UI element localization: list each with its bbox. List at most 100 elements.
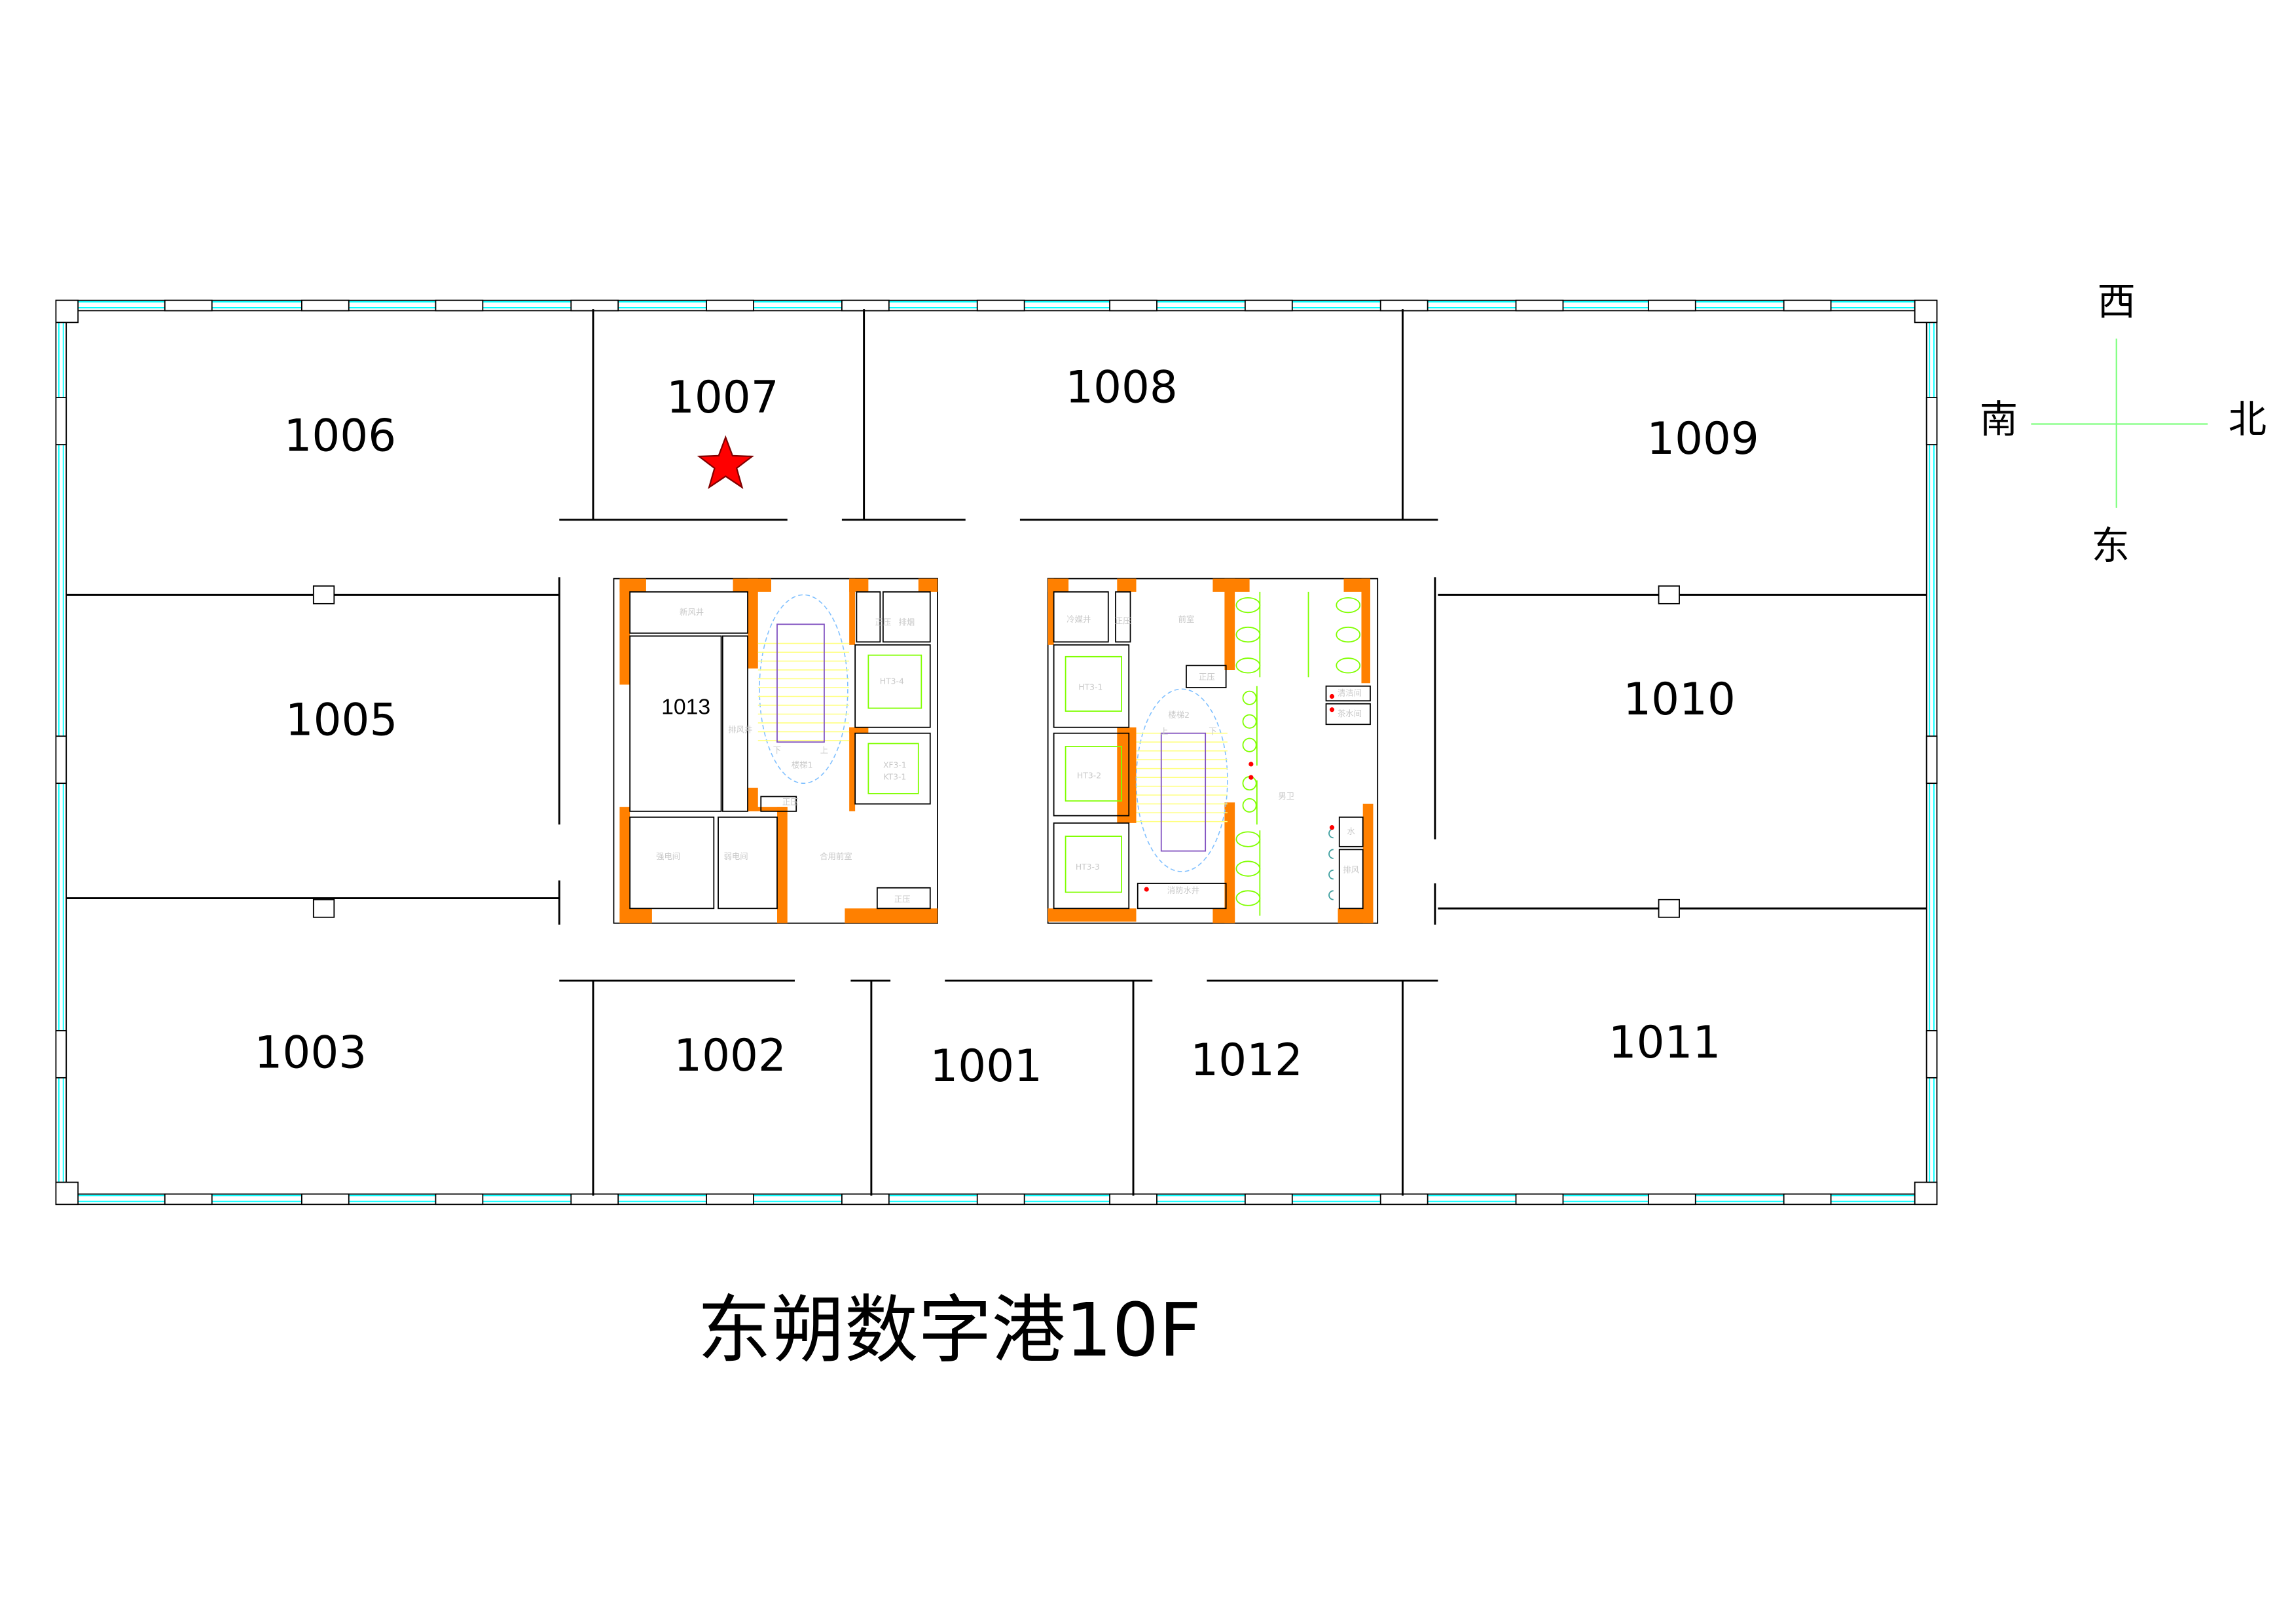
room-label-1005: 1005 [285,694,398,746]
label-pressure: 正压 [875,618,891,627]
label-stair-1: 楼梯1 [792,760,813,770]
label-fresh-air-shaft: 新风井 [680,607,704,617]
sink-icon [1328,890,1334,900]
room-label-1002: 1002 [674,1029,786,1081]
label-water: 水 [1347,827,1356,836]
toilet-icon [1336,657,1361,674]
wall-pier [1379,299,1429,312]
sink-icon [1328,849,1334,859]
room-labels: 1006 1007 1008 1009 1005 1010 1003 1002 … [255,361,1759,1092]
floor-drain-icon [1329,825,1335,830]
room-label-1007: 1007 [666,371,779,423]
windows [55,299,1938,1206]
wall-pier [1515,1193,1564,1206]
wall-pier [164,299,213,312]
compass-east: 东 [2092,524,2130,568]
wall-pier [435,1193,484,1206]
wall-pier [841,299,890,312]
label-refrigerant-shaft: 冷媒井 [1066,615,1091,624]
wall-pier [1925,1029,1938,1079]
floor-drain-icon [1248,775,1254,780]
label-pressure: 正压 [782,798,799,807]
toilet-icon [1235,626,1261,643]
wall-pier [976,299,1025,312]
toilet-icon [1235,860,1261,877]
label-down: 下 [773,746,781,755]
label-down: 下 [1209,727,1216,736]
floor-title: 东朔数字港10F [697,1287,1201,1373]
sink-icon [1328,828,1334,839]
wall-pier [301,1193,350,1206]
label-elevator-ht3-1: HT3-1 [1078,683,1102,692]
wall-pier [976,1193,1025,1206]
wall-pier [301,299,350,312]
toilet-icon [1336,597,1361,614]
floor-drain-icon [1248,762,1254,767]
wall-pier [55,735,67,784]
label-up: 上 [1160,727,1168,736]
room-label-1009: 1009 [1647,413,1759,464]
compass-south: 南 [1980,397,2018,441]
wall-pier [1109,1193,1157,1206]
toilet-icon [1235,597,1261,614]
compass-west: 西 [2098,279,2136,323]
room-label-1013: 1013 [661,694,710,719]
floor-drain-icon [1329,707,1335,712]
label-mens-toilet: 男卫 [1278,792,1294,801]
label-strong-electric: 强电间 [656,852,680,861]
label-pressure: 正压 [894,895,911,904]
compass: 西 南 北 东 [1980,279,2267,568]
label-elevator-ht3-2: HT3-2 [1077,771,1101,780]
wall-pier [570,299,619,312]
label-pressure: 正压 [1199,673,1215,682]
room-label-1006: 1006 [283,410,396,462]
wall-pier [570,1193,619,1206]
wall-pier [55,1029,67,1079]
label-lobby: 前室 [1178,614,1195,624]
floor-drain-icon [1144,887,1149,892]
sink-icon [1328,869,1334,880]
label-fire-water-shaft: 消防水井 [1167,885,1199,895]
wall-pier [1647,299,1696,312]
label-fire-elevator: XF3-1 [883,761,907,770]
label-cleaning-room: 清洁间 [1338,689,1362,698]
room-label-1001: 1001 [930,1040,1042,1092]
toilet-icon [1235,657,1261,674]
wall-pier [706,299,754,312]
label-up: 上 [820,746,828,755]
corner-column [55,1181,79,1206]
wall-pier [55,397,67,445]
wall-pier [1647,1193,1696,1206]
wall-pier [841,1193,890,1206]
toilet-icon [1235,890,1261,906]
label-pressure: 正压 [1115,616,1131,625]
urinal-icon [1242,798,1257,813]
label-shared-lobby: 合用前室 [820,851,852,861]
toilet-icon [1336,626,1361,643]
wall-pier [164,1193,213,1206]
room-label-1011: 1011 [1609,1016,1721,1068]
urinal-icon [1242,737,1257,752]
corner-column [1914,299,1938,323]
core-right: 冷媒井 正压 前室 正压 楼梯2 上 下 HT3-1 HT3-2 HT3-3 清… [1047,578,1379,924]
label-tea-room: 茶水间 [1338,709,1362,718]
corner-column [55,299,79,323]
label-elevator-ht3-3: HT3-3 [1076,862,1100,872]
wall-pier [1379,1193,1429,1206]
wall-pier [1244,1193,1293,1206]
core-left: 1013 新风井 排风井 正压 排烟 HT3-4 楼梯1 下 上 XF3-1 K… [613,578,938,924]
wall-pier [1109,299,1157,312]
label-elevator-ht3-4: HT3-4 [880,677,904,686]
room-label-1010: 1010 [1623,673,1736,725]
toilet-icon [1235,831,1261,847]
room-label-1008: 1008 [1065,361,1178,413]
label-smoke-exhaust: 排烟 [898,618,915,627]
room-label-1003: 1003 [255,1027,367,1079]
floor-drain-icon [1329,693,1335,699]
label-stair-2: 楼梯2 [1168,710,1190,720]
label-exhaust: 排风 [1343,865,1359,874]
label-weak-electric: 弱电间 [724,852,748,861]
label-elevator-kt3-1: KT3-1 [883,773,906,782]
wall-pier [1783,299,1832,312]
